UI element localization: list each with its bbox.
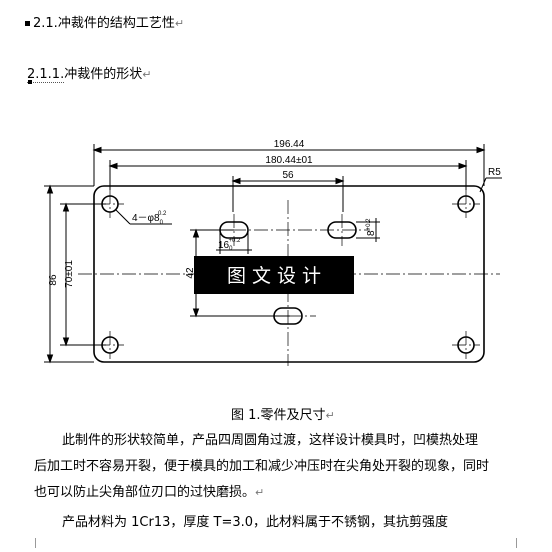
- page-corner-mark-right: [516, 538, 527, 548]
- part-drawing: 196.44 180.44±01 56 R5 4－φ800.2 160+0.2 …: [44, 139, 502, 366]
- paragraph-mark: ↵: [174, 17, 185, 30]
- bullet-marker: [25, 21, 30, 26]
- body-line-1: 此制件的形状较简单，产品四周圆角过渡，这样设计模具时，凹模热处理: [62, 433, 479, 448]
- dim-total-width: 196.44: [274, 139, 305, 150]
- body-line-2: 后加工时不容易开裂，便于模具的加工和减少冲压时在尖角处开裂的现象，同时: [34, 459, 490, 474]
- heading-2-1-1-text: 冲裁件的形状: [64, 67, 143, 82]
- dim-hole-span: 180.44±01: [265, 155, 313, 166]
- dim-slot-width-tol: +0.2: [228, 238, 241, 244]
- body-line-3-text: 也可以防止尖角部位刃口的过快磨损。: [34, 485, 256, 500]
- figure-caption: 图 1.零件及尺寸↵: [231, 404, 335, 423]
- bullet-marker: [28, 80, 32, 84]
- dim-slot-height-tol: +0.2: [366, 218, 372, 231]
- heading-2-1-text: 冲裁件的结构工艺性: [57, 16, 175, 31]
- paragraph-mark: ↵: [325, 409, 335, 422]
- dim-slot-span: 56: [282, 170, 294, 181]
- figure-caption-text: 图 1.零件及尺寸: [231, 408, 326, 423]
- dim-holes-tol-low: 0: [160, 220, 164, 226]
- heading-2-1-1: 2.1.1.冲裁件的形状↵: [27, 63, 152, 83]
- paragraph-mark: ↵: [142, 68, 152, 81]
- heading-2-1-1-number: 2.1.1.: [27, 67, 65, 83]
- dim-holes: 4－φ80 0.2: [132, 211, 167, 226]
- body-line-4: 产品材料为 1Cr13，厚度 T=3.0，此材料属于不锈钢，其抗剪强度: [62, 515, 449, 530]
- dim-slot-height: 8+0.2: [366, 218, 377, 236]
- dim-height: 86: [48, 274, 59, 286]
- dim-hole-vspan: 70±01: [64, 260, 75, 288]
- dim-slot-height-value: 8: [366, 230, 377, 236]
- watermark-box: [194, 256, 354, 294]
- heading-2-1-number: 2.1.: [33, 16, 58, 31]
- dim-corner-radius: R5: [488, 167, 501, 178]
- dim-slot-width: 160 +0.2: [218, 238, 241, 252]
- body-line-3: 也可以防止尖角部位刃口的过快磨损。↵: [34, 480, 264, 506]
- page-corner-mark-left: [25, 538, 36, 548]
- watermark-text: 图 文 设 计: [227, 265, 321, 287]
- dim-holes-label: 4－φ8: [132, 213, 160, 224]
- dim-slot-vspan: 42: [185, 267, 196, 279]
- dim-slot-width-tol-low: 0: [229, 246, 233, 252]
- dim-slot-width-value: 16: [218, 240, 230, 251]
- dim-holes-tol: 0.2: [158, 211, 167, 217]
- heading-2-1: 2.1.冲裁件的结构工艺性↵: [25, 12, 184, 31]
- paragraph-mark: ↵: [255, 486, 265, 499]
